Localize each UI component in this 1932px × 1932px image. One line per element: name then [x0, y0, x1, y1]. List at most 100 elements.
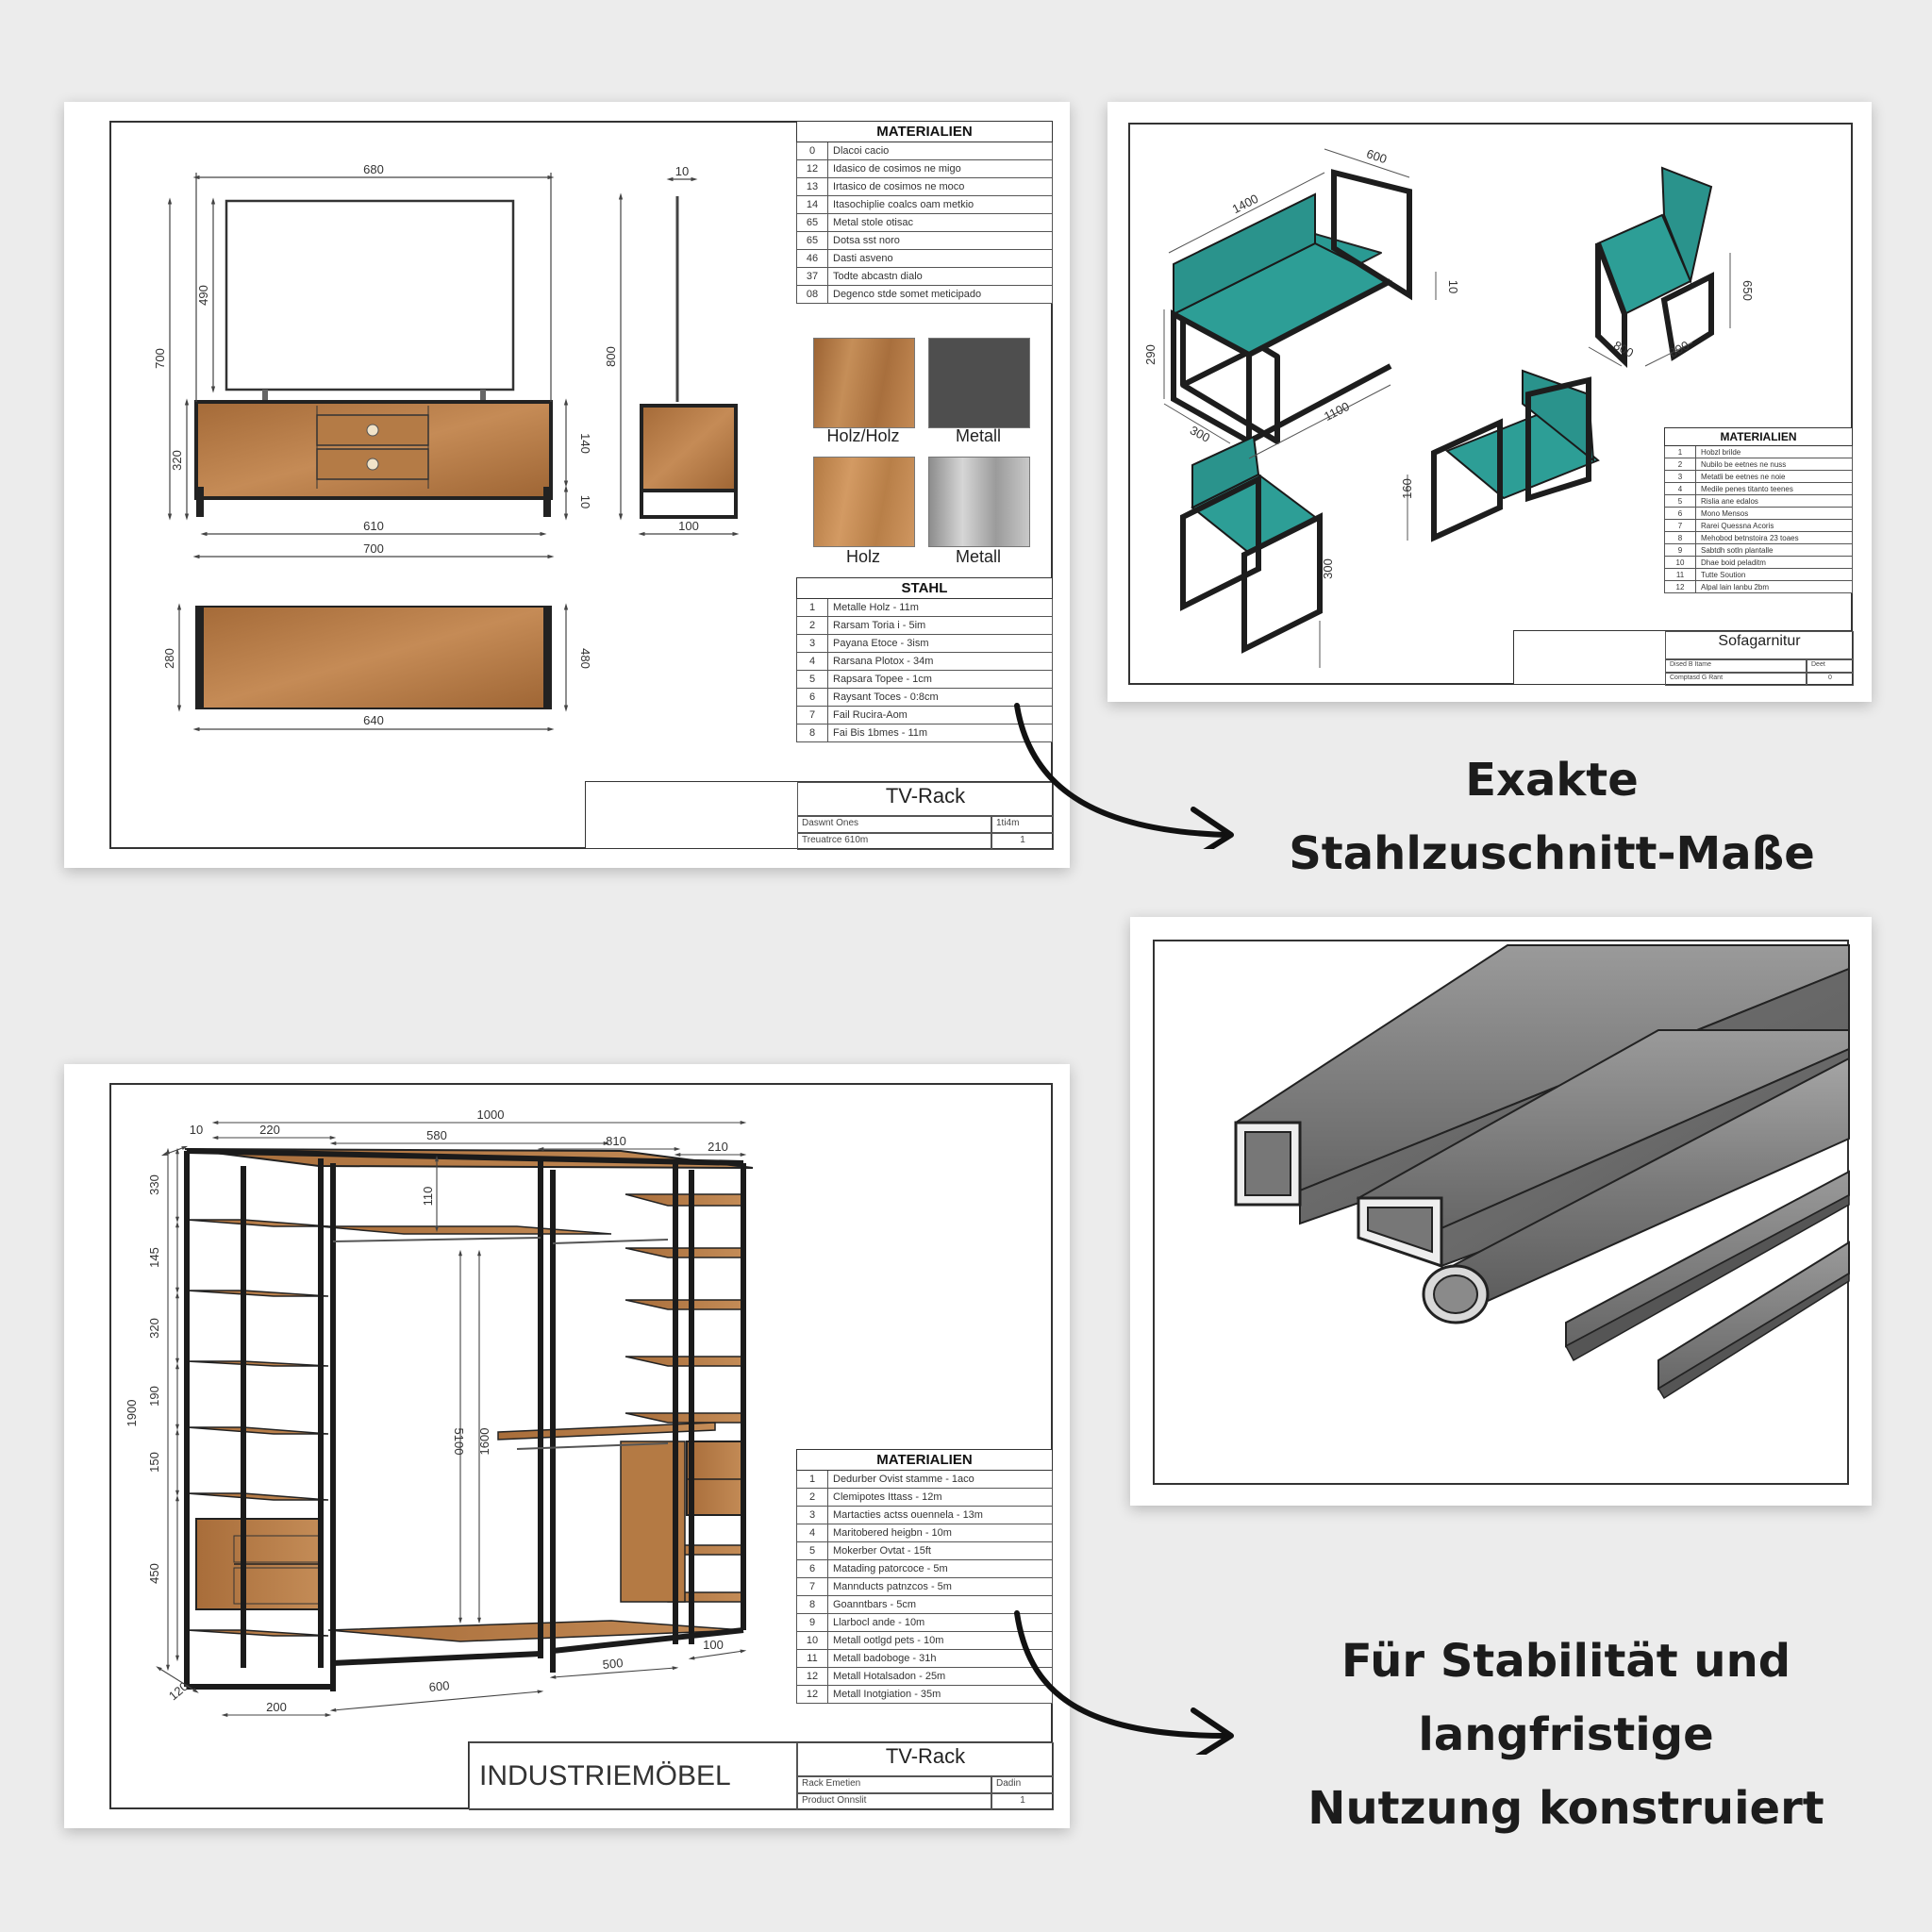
row-number: 13: [796, 177, 828, 196]
title-block-cell: Dised B Itame: [1665, 659, 1807, 673]
row-number: 4: [1664, 482, 1696, 495]
row-text: Metall Inotgiation - 35m: [827, 1685, 1053, 1704]
dim-label: 480: [578, 648, 592, 669]
row-text: Dlacoi cacio: [827, 142, 1053, 160]
row-number: 4: [796, 652, 828, 671]
drawing-title: TV-Rack: [797, 782, 1054, 816]
row-text: Tutte Soution: [1695, 568, 1853, 581]
metal-swatch: [928, 338, 1030, 428]
metal-swatch: [928, 457, 1030, 547]
row-text: Metall ootlgd pets - 10m: [827, 1631, 1053, 1650]
row-number: 3: [796, 634, 828, 653]
title-block-cell: Dadin: [991, 1776, 1054, 1793]
dim-label: 200: [266, 1700, 287, 1714]
row-number: 10: [1664, 556, 1696, 569]
row-number: 37: [796, 267, 828, 286]
caption-precise-steel-cuts: Exakte Stahlzuschnitt-Maße: [1217, 743, 1887, 891]
row-text: Rislia ane edalos: [1695, 494, 1853, 508]
title-block-cell: Rack Emetien: [797, 1776, 991, 1793]
row-number: 1: [796, 1470, 828, 1489]
title-block: TV-Rack Daswnt Ones 1ti4m Treuatrce 610m…: [585, 781, 1054, 850]
row-number: 2: [796, 616, 828, 635]
row-text: Fai Bis 1bmes - 11m: [827, 724, 1053, 742]
arrow-top: [1014, 703, 1234, 849]
title-block-cell: 1ti4m: [991, 816, 1054, 833]
row-text: Todte abcastn dialo: [827, 267, 1053, 286]
armchair-bottom-left: [1180, 435, 1323, 654]
row-number: 4: [796, 1524, 828, 1542]
round-tube-profile: [1422, 1057, 1850, 1324]
row-text: Rarei Quessna Acoris: [1695, 519, 1853, 532]
row-number: 14: [796, 195, 828, 214]
row-number: 12: [796, 1685, 828, 1704]
steel-title: STAHL: [796, 577, 1053, 599]
row-number: 2: [796, 1488, 828, 1507]
row-number: 6: [796, 1559, 828, 1578]
dim-label: 190: [147, 1386, 161, 1407]
row-text: Rapsara Topee - 1cm: [827, 670, 1053, 689]
sofa-drawing-sheet: 1400 600 10 290 1100 300 650 800 800 160…: [1108, 102, 1872, 702]
sofa-drawings: 1400 600 10 290 1100 300 650 800 800 160…: [1143, 146, 1755, 668]
row-number: 1: [796, 598, 828, 617]
dim-label: 600: [428, 1678, 450, 1694]
dim-label: 640: [363, 713, 384, 727]
row-text: Itasochiplie coalcs oam metkio: [827, 195, 1053, 214]
row-number: 3: [1664, 470, 1696, 483]
title-block-cell: 0: [1807, 673, 1854, 686]
drawing-title: TV-Rack: [797, 1742, 1054, 1776]
row-number: 7: [796, 706, 828, 724]
row-number: 5: [1664, 494, 1696, 508]
dim-label: 700: [153, 348, 167, 369]
armchair-bottom-right: [1431, 369, 1600, 542]
row-number: 11: [1664, 568, 1696, 581]
row-number: 9: [1664, 543, 1696, 557]
dim-label: 450: [147, 1563, 161, 1584]
row-number: 11: [796, 1649, 828, 1668]
dim-label: 650: [1740, 280, 1755, 301]
row-text: Rarsam Toria i - 5im: [827, 616, 1053, 635]
row-text: Fail Rucira-Aom: [827, 706, 1053, 724]
dim-label: 610: [363, 519, 384, 533]
drawing-title: Sofagarnitur: [1665, 631, 1854, 659]
row-number: 1: [1664, 445, 1696, 458]
dim-label: 140: [578, 433, 592, 454]
dim-label: 280: [162, 648, 176, 669]
materials-title: MATERIALIEN: [796, 1449, 1053, 1471]
title-block-cell: 1: [991, 833, 1054, 850]
materials-title: MATERIALIEN: [1664, 427, 1853, 446]
row-text: Maritobered heigbn - 10m: [827, 1524, 1053, 1542]
row-number: 8: [796, 1595, 828, 1614]
title-block-cell: Treuatrce 610m: [797, 833, 991, 850]
caption-line: Stahlzuschnitt-Maße: [1289, 827, 1815, 880]
wood-swatch: [813, 338, 915, 428]
dim-label: 1400: [1230, 192, 1261, 216]
title-block-cell: Comptasd G Rant: [1665, 673, 1807, 686]
row-number: 8: [796, 724, 828, 742]
swatch-label: Metall: [955, 426, 1001, 445]
dim-label: 800: [1611, 338, 1636, 359]
dim-label: 300: [1188, 423, 1212, 444]
title-block-cell: Deet: [1807, 659, 1854, 673]
wardrobe-drawing: 10 220 1000 580 810 210 330 110 145 320 …: [125, 1108, 754, 1717]
row-number: 12: [796, 1667, 828, 1686]
dim-label: 110: [421, 1187, 435, 1207]
